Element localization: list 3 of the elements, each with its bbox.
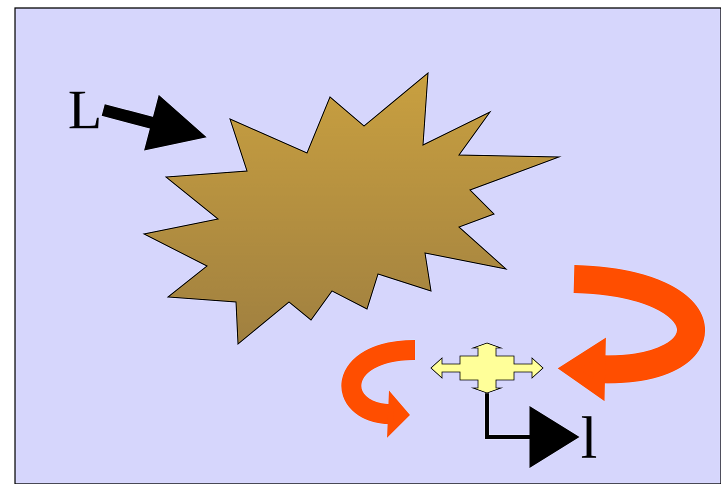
letter-label: L bbox=[70, 92, 99, 128]
four-way-arrow-shape bbox=[430, 342, 544, 394]
letter-label: l bbox=[582, 416, 596, 458]
